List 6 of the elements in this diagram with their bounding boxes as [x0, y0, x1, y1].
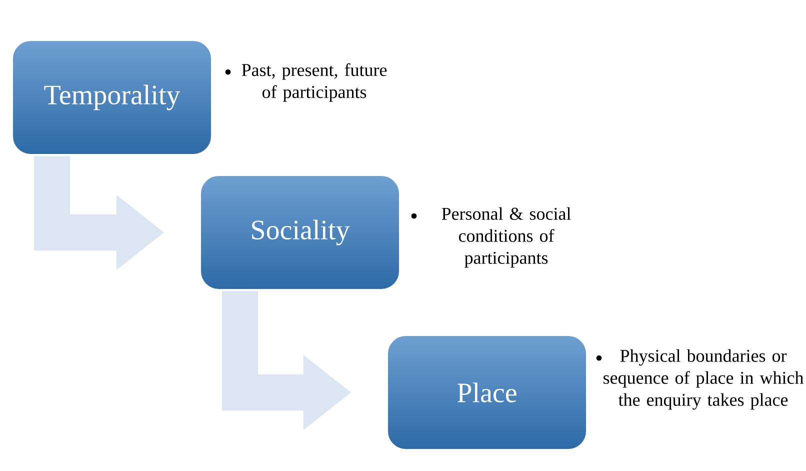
process-box: Temporality [11, 39, 213, 156]
bullet-text: Personal & social conditions of participants [442, 207, 571, 268]
process-box: Place [386, 334, 588, 451]
bullet-text: Past, present, future of participants [242, 63, 387, 102]
process-box: Sociality [199, 174, 401, 291]
bullet-text: Physical boundaries or sequence of place in which the enquiry takes place [604, 349, 804, 410]
